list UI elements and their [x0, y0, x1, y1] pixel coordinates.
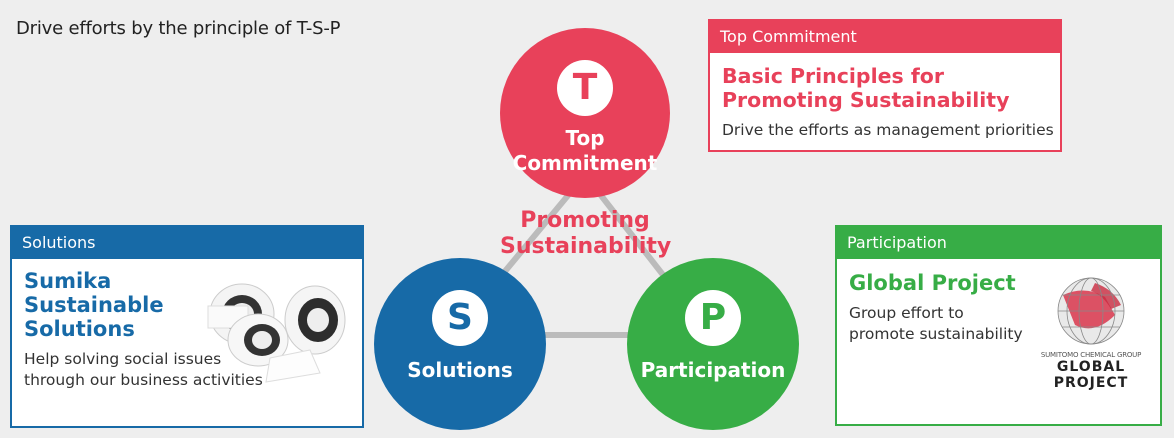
top-commitment-card-description: Drive the efforts as management prioriti…: [722, 121, 1054, 140]
letter-t-badge: T: [557, 60, 613, 116]
top-commitment-card: Top Commitment Basic Principles for Prom…: [708, 19, 1062, 152]
top-commitment-card-title: Basic Principles for Promoting Sustainab…: [722, 64, 1060, 112]
title-line: Solutions: [24, 317, 135, 342]
center-line2: Sustainability: [500, 234, 672, 260]
solutions-card: Solutions Sumika Sustainable Solutions H…: [10, 225, 364, 428]
page-title: Drive efforts by the principle of T-S-P: [16, 18, 341, 39]
description-line: promote sustainability: [849, 325, 1023, 344]
solutions-card-header: Solutions: [12, 227, 362, 259]
solutions-label: Solutions: [407, 358, 513, 382]
logo-line1: GLOBAL: [1056, 359, 1126, 375]
top-label-line1: Top: [565, 126, 605, 150]
participation-card-header: Participation: [837, 227, 1160, 259]
logo-line2: PROJECT: [1053, 375, 1129, 392]
participation-label: Participation: [640, 358, 786, 382]
letter-s-badge: S: [432, 290, 488, 346]
top-label-line2: Commitment: [512, 151, 658, 175]
participation-card-title: Global Project: [849, 271, 1016, 295]
top-commitment-label: Top Commitment: [505, 126, 665, 176]
solutions-card-description: Help solving social issues through our b…: [24, 349, 362, 391]
participation-card-description: Group effort to promote sustainability: [849, 303, 1160, 345]
description-line: through our business activities: [24, 371, 263, 390]
title-line: Sustainable: [24, 293, 164, 318]
title-line: Promoting Sustainability: [722, 87, 1010, 112]
description-line: Help solving social issues: [24, 350, 222, 369]
logo-group-name: SUMITOMO CHEMICAL GROUP: [1040, 351, 1142, 359]
letter-p-badge: P: [685, 290, 741, 346]
globe-icon: [1057, 277, 1125, 345]
center-line1: Promoting: [520, 208, 650, 233]
global-project-logo: SUMITOMO CHEMICAL GROUP GLOBAL PROJECT: [1030, 275, 1152, 391]
top-commitment-card-header: Top Commitment: [710, 21, 1060, 53]
tape-rolls-image: [207, 283, 346, 383]
title-line: Basic Principles for: [722, 64, 944, 88]
title-line: Sumika: [24, 269, 112, 293]
promoting-sustainability-label: Promoting Sustainability: [500, 208, 672, 261]
description-line: Group effort to: [849, 304, 964, 323]
solutions-card-title: Sumika Sustainable Solutions: [24, 269, 362, 341]
